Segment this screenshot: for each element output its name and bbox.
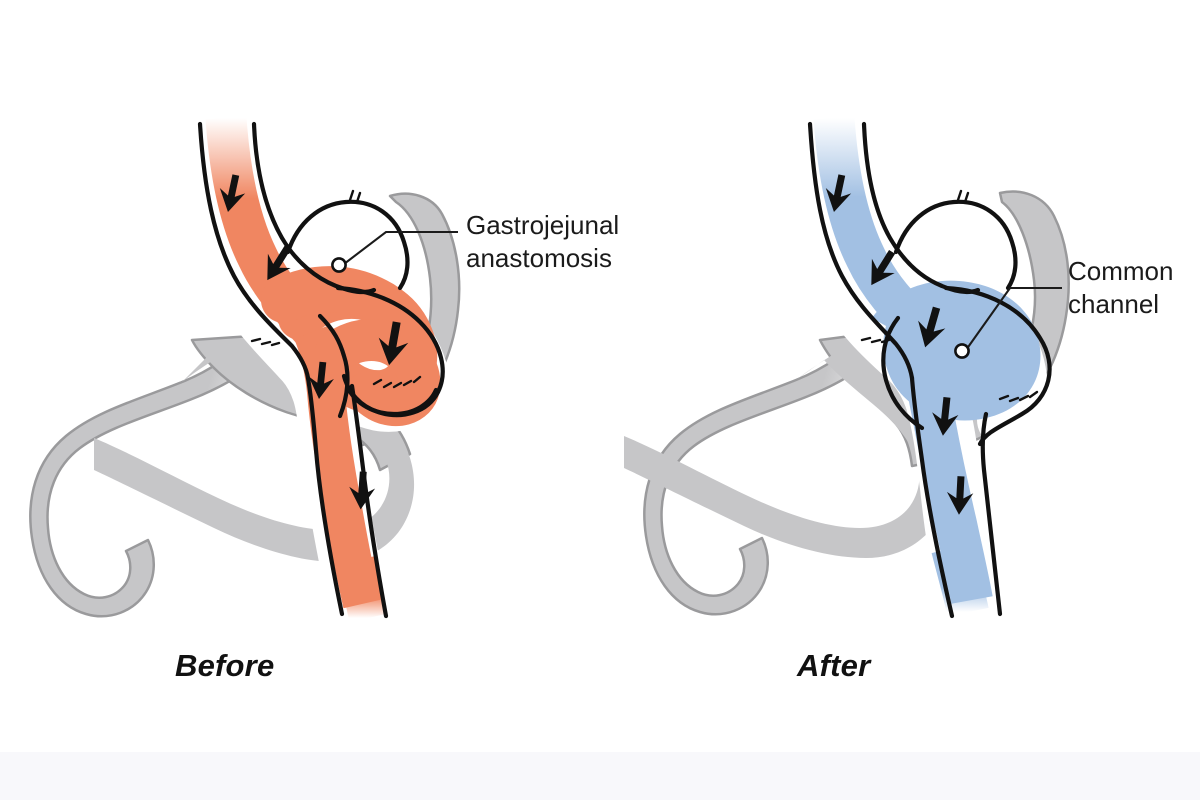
annotation-line-2: anastomosis — [466, 243, 612, 273]
leader-line-common-channel — [954, 286, 1062, 359]
bowel-outline-after — [807, 121, 1052, 619]
marker-dot-icon — [954, 343, 970, 359]
caption-after: After — [797, 648, 871, 683]
annotation-line-2: channel — [1068, 289, 1160, 319]
annotation-line-1: Gastrojejunal — [466, 210, 620, 240]
staple-line-after — [860, 189, 1039, 403]
staple-line-cardia-before — [250, 189, 362, 347]
panel-after — [624, 93, 1070, 647]
caption-before: Before — [175, 648, 275, 683]
staple-line-before — [372, 375, 422, 389]
leader-line-gastrojejunal — [331, 230, 458, 273]
bottom-band — [0, 752, 1200, 800]
annotation-line-1: Common — [1068, 256, 1174, 286]
panel-before — [29, 94, 461, 644]
bowel-outline-before — [197, 121, 445, 619]
marker-dot-icon — [331, 257, 347, 273]
